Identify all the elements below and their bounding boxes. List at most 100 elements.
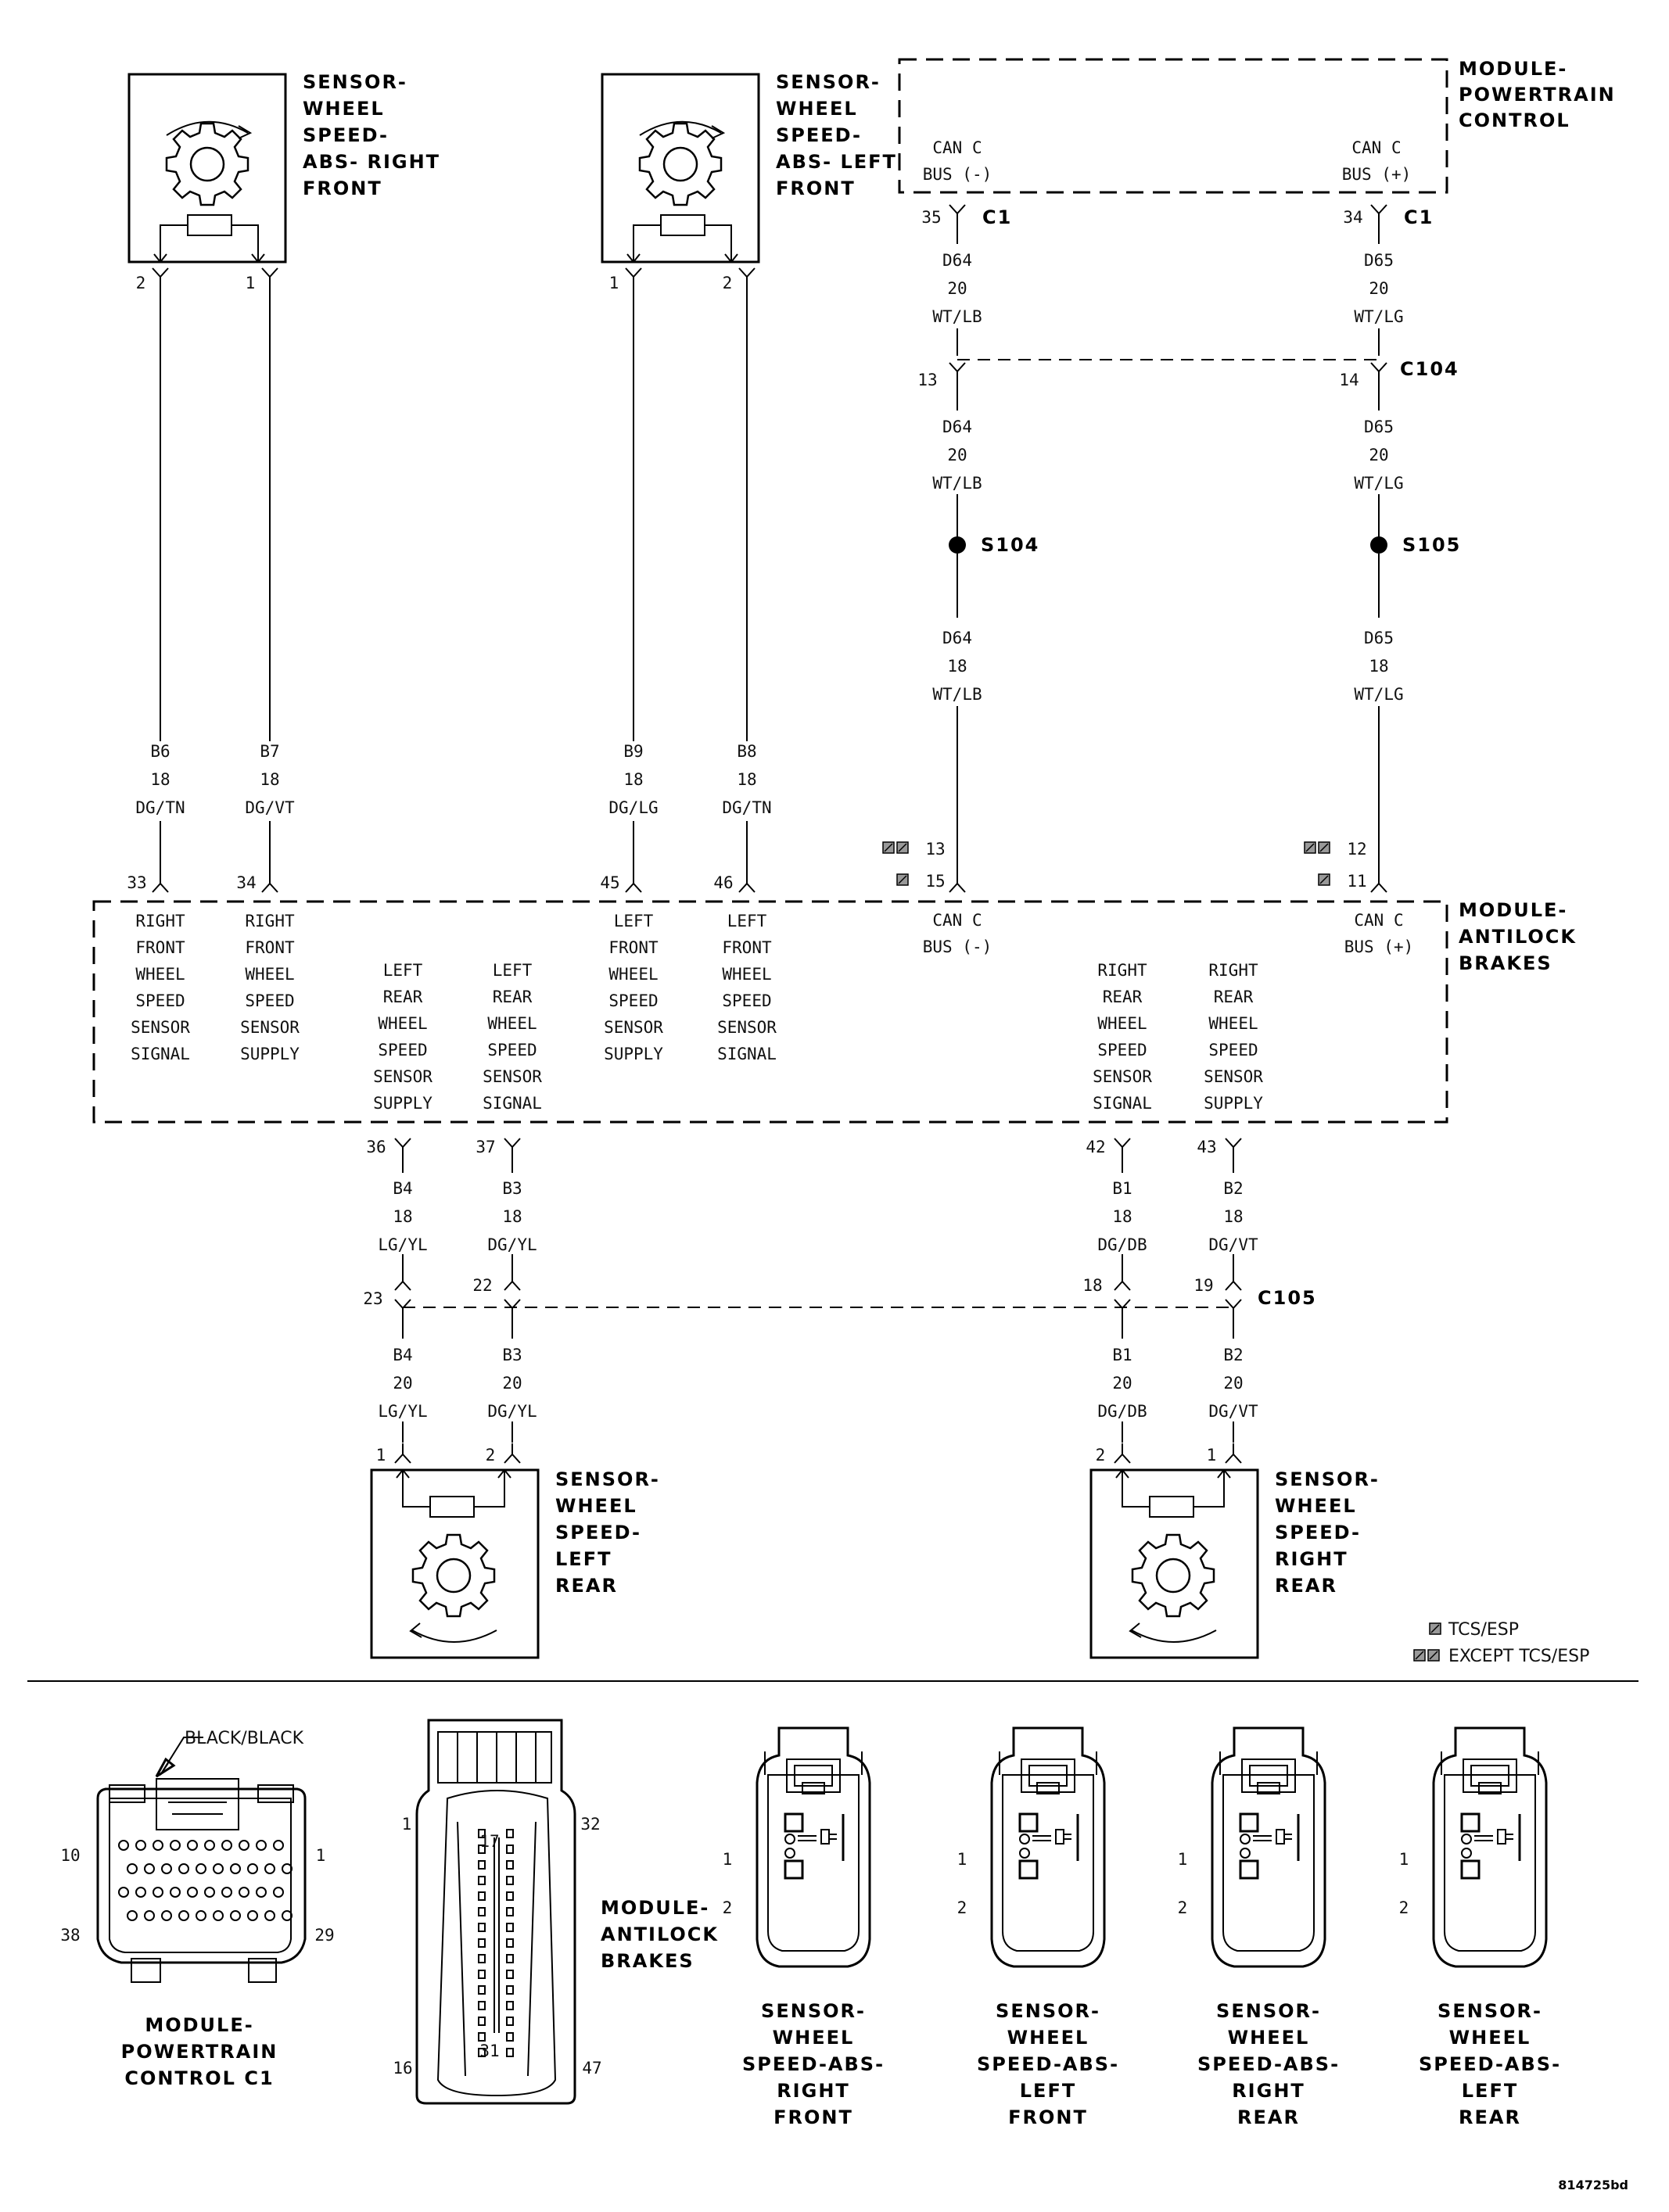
wire-label: B3 bbox=[502, 1346, 522, 1364]
sensor-conn-caption-rr: RIGHT bbox=[1232, 2080, 1305, 2102]
abs-pin-cavity bbox=[478, 1938, 486, 1948]
sensor-title-lf: ABS- LEFT bbox=[776, 151, 897, 173]
gear-icon bbox=[638, 122, 723, 206]
pcm-c1-connector bbox=[96, 1787, 307, 1964]
pcm-c1-pin-cavity bbox=[204, 1887, 215, 1898]
abs-pin-number: 46 bbox=[713, 873, 733, 892]
wire-label: 18 bbox=[1112, 1207, 1132, 1226]
abs-pin-cavity bbox=[506, 1985, 514, 1995]
connector-pin-number: 23 bbox=[363, 1289, 382, 1308]
wire-label: DG/DB bbox=[1097, 1402, 1147, 1421]
pcm-c1-pin-cavity bbox=[256, 1887, 267, 1898]
sensor-conn-caption-rf: FRONT bbox=[773, 2106, 853, 2128]
abs-connector-rails bbox=[457, 1821, 537, 2077]
abs-pin-number-except: 13 bbox=[925, 840, 945, 859]
splice-dot bbox=[1370, 536, 1387, 554]
sensor-internal bbox=[1122, 1470, 1225, 1508]
abs-pin-cavity bbox=[478, 1985, 486, 1995]
abs-pin-label: BUS (-) bbox=[923, 938, 992, 956]
connector-pin-number: 18 bbox=[1082, 1276, 1102, 1295]
pcm-c1-pin-cavity bbox=[213, 1863, 224, 1874]
sensor-conn-caption-lr: LEFT bbox=[1462, 2080, 1518, 2102]
sensor-conn-caption-lr: REAR bbox=[1459, 2106, 1521, 2128]
abs-pin-label: SENSOR bbox=[1093, 1067, 1152, 1086]
pcm-c1-foot bbox=[131, 1958, 277, 1983]
resistor-icon bbox=[1149, 1496, 1194, 1518]
wire-label: DG/VT bbox=[1208, 1235, 1258, 1254]
sensor-pin-number: 1 bbox=[1207, 1446, 1217, 1465]
sensor-conn-pin-label: 1 bbox=[1178, 1850, 1188, 1869]
pcm-c1-pin-cavity bbox=[178, 1910, 189, 1921]
wire-label: 18 bbox=[1223, 1207, 1243, 1226]
abs-pin-number-tcs: 15 bbox=[925, 872, 945, 891]
abs-pin-label: WHEEL bbox=[722, 965, 771, 984]
abs-pin-cavity bbox=[506, 1907, 514, 1916]
abs-pin-number: 43 bbox=[1197, 1138, 1216, 1156]
abs-pin-cavity bbox=[478, 1876, 486, 1885]
wire-label: 20 bbox=[1369, 446, 1388, 464]
gear-icon bbox=[1131, 1533, 1215, 1618]
pcm-c1-pin-cavity bbox=[239, 1887, 249, 1898]
sensor-conn-caption-lf: FRONT bbox=[1008, 2106, 1088, 2128]
abs-pin-label: SUPPLY bbox=[1204, 1094, 1263, 1113]
wire-label: B1 bbox=[1112, 1346, 1132, 1364]
abs-pin-label: SUPPLY bbox=[373, 1094, 433, 1113]
wire-label: DG/VT bbox=[1208, 1402, 1258, 1421]
rotation-arrow-head bbox=[238, 125, 253, 139]
wire-label: 18 bbox=[623, 770, 643, 789]
abs-pin-cavity bbox=[506, 1938, 514, 1948]
abs-pin-label: BUS (+) bbox=[1344, 938, 1414, 956]
abs-pin-label: SPEED bbox=[135, 991, 185, 1010]
sensor-conn-caption-lr: WHEEL bbox=[1449, 2027, 1531, 2049]
resistor-icon bbox=[429, 1496, 475, 1518]
sensor-title-rr: SENSOR- bbox=[1275, 1468, 1380, 1490]
wire-label: WT/LG bbox=[1354, 307, 1403, 326]
pin-fork bbox=[394, 1138, 411, 1159]
except-tcs-icon bbox=[1413, 1649, 1426, 1662]
pcm-c1-pin-cavity bbox=[170, 1840, 181, 1851]
abs-pin-cavity bbox=[506, 2017, 514, 2026]
abs-pin-label: SUPPLY bbox=[240, 1045, 300, 1063]
except-tcs-icon bbox=[896, 841, 909, 854]
abs-pin-number-tcs: 11 bbox=[1347, 872, 1366, 891]
wire-label: B2 bbox=[1223, 1179, 1243, 1198]
pcm-c1-pin-cavity bbox=[256, 1840, 267, 1851]
splice-dot bbox=[949, 536, 966, 554]
abs-connector bbox=[415, 1719, 576, 2105]
abs-module-title: MODULE- bbox=[1459, 899, 1567, 921]
abs-pin-cavity bbox=[478, 1970, 486, 1979]
pcm-c1-pin-cavity bbox=[161, 1863, 172, 1874]
abs-pin-label: SPEED bbox=[487, 1041, 537, 1059]
c105-fork bbox=[394, 1281, 411, 1309]
sensor-title-rf: SPEED- bbox=[303, 124, 389, 146]
pin-fork bbox=[1114, 1138, 1131, 1159]
abs-pin-label: LEFT bbox=[727, 912, 767, 930]
wire-label: B4 bbox=[393, 1179, 412, 1198]
abs-pin-label: REAR bbox=[1103, 988, 1143, 1006]
abs-connector-center bbox=[494, 1837, 500, 2033]
sensor-conn-caption-lf: SPEED-ABS- bbox=[977, 2053, 1119, 2075]
sensor-title-lr: SENSOR- bbox=[555, 1468, 660, 1490]
pcm-c1-pin-cavity bbox=[196, 1910, 206, 1921]
pcm-c1-pin-cavity bbox=[178, 1863, 189, 1874]
sensor-conn-caption-rr: SENSOR- bbox=[1216, 2000, 1321, 2022]
wire-label: DG/LG bbox=[608, 798, 658, 817]
sensor-conn-caption-rr: WHEEL bbox=[1228, 2027, 1310, 2049]
sensor-conn-pin-label: 2 bbox=[723, 1898, 733, 1917]
abs-pin-cavity bbox=[506, 1845, 514, 1854]
wire-label: LG/YL bbox=[378, 1402, 427, 1421]
pin-fork bbox=[1370, 872, 1387, 893]
sensor-conn-caption-rf: SPEED-ABS- bbox=[742, 2053, 885, 2075]
pin-fork bbox=[152, 872, 169, 893]
abs-pin-label: CAN C bbox=[932, 911, 982, 930]
pcm-c1-pin-cavity bbox=[239, 1840, 249, 1851]
abs-pin-number: 37 bbox=[476, 1138, 495, 1156]
resistor-icon bbox=[187, 214, 232, 236]
pcm-c1-pin-cavity bbox=[273, 1887, 284, 1898]
abs-module-title: BRAKES bbox=[1459, 952, 1552, 974]
abs-pin-cavity bbox=[478, 2001, 486, 2010]
abs-pin-label: WHEEL bbox=[378, 1014, 427, 1033]
pcm-c1-pin-label: 38 bbox=[60, 1926, 80, 1945]
abs-conn-pin-label: 17 bbox=[479, 1832, 499, 1851]
pcm-c1-pin-cavity bbox=[118, 1887, 129, 1898]
